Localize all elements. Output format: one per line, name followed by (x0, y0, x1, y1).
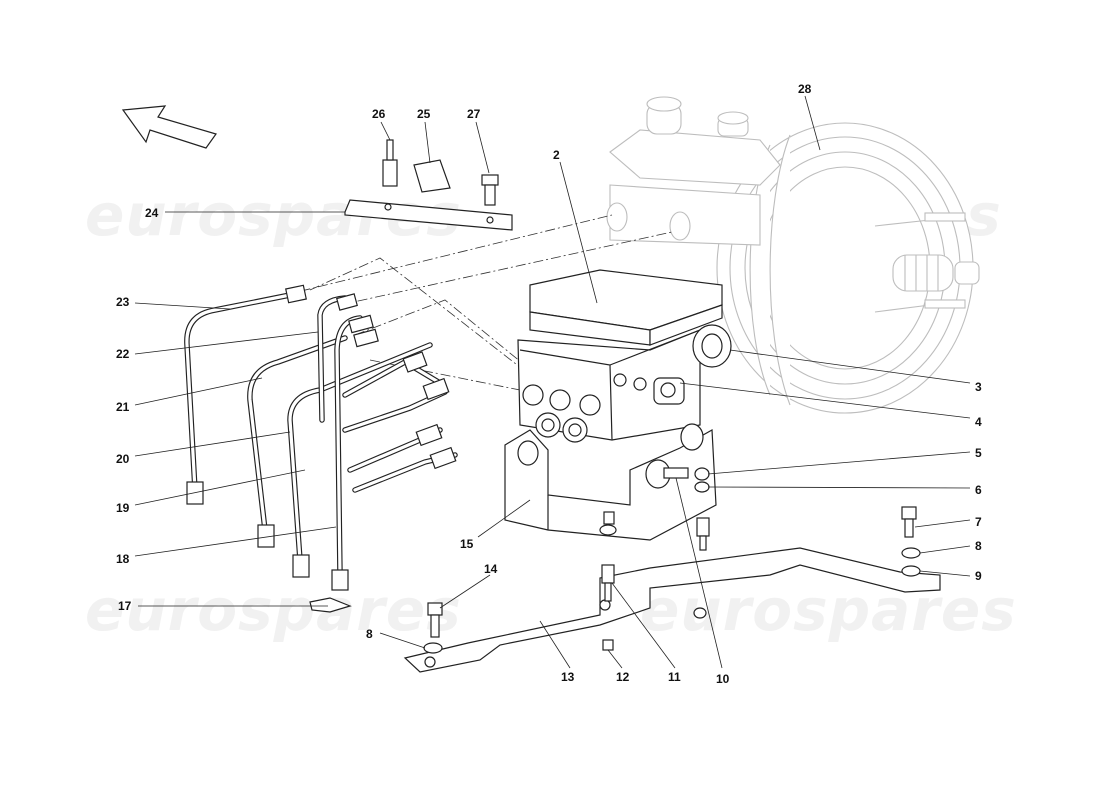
connection-lines (247, 214, 673, 396)
pipe-clip (309, 597, 352, 613)
callout-9: 9 (975, 569, 982, 583)
callout-18: 18 (116, 552, 130, 566)
grommet (692, 324, 732, 368)
callout-labels: 2 3 4 5 6 7 8 9 8 10 11 12 13 14 15 17 1… (116, 82, 982, 686)
anti-vibration-mount (599, 511, 710, 602)
callout-21: 21 (116, 400, 130, 414)
callout-15: 15 (460, 537, 474, 551)
brake-pipes (184, 284, 458, 591)
callout-6: 6 (975, 483, 982, 497)
brake-servo-booster (716, 122, 980, 414)
callout-22: 22 (116, 347, 130, 361)
callout-2: 2 (553, 148, 560, 162)
callout-11: 11 (668, 670, 681, 684)
callout-8: 8 (975, 539, 982, 553)
callout-10: 10 (716, 672, 730, 686)
callout-24: 24 (145, 206, 159, 220)
support-bracket (504, 423, 717, 541)
mounting-stud (645, 459, 710, 493)
callout-26: 26 (372, 107, 386, 121)
screws-and-washers (423, 506, 921, 654)
callout-28: 28 (798, 82, 812, 96)
callout-4: 4 (975, 415, 982, 429)
callout-19: 19 (116, 501, 130, 515)
callout-8: 8 (366, 627, 373, 641)
abs-hydraulic-unit (517, 269, 723, 443)
callout-20: 20 (116, 452, 130, 466)
callout-13: 13 (561, 670, 575, 684)
callout-7: 7 (975, 515, 982, 529)
callout-12: 12 (616, 670, 630, 684)
callout-17: 17 (118, 599, 132, 613)
leader-lines (134, 95, 971, 669)
master-cylinder-reservoir (606, 96, 781, 246)
callout-3: 3 (975, 380, 982, 394)
callout-14: 14 (484, 562, 498, 576)
top-bracket-assembly (344, 139, 513, 231)
callout-27: 27 (467, 107, 481, 121)
callout-5: 5 (975, 446, 982, 460)
arrow-up-left-icon (121, 105, 217, 149)
callout-25: 25 (417, 107, 431, 121)
callout-23: 23 (116, 295, 130, 309)
watermark-text: eurospares (85, 576, 462, 644)
